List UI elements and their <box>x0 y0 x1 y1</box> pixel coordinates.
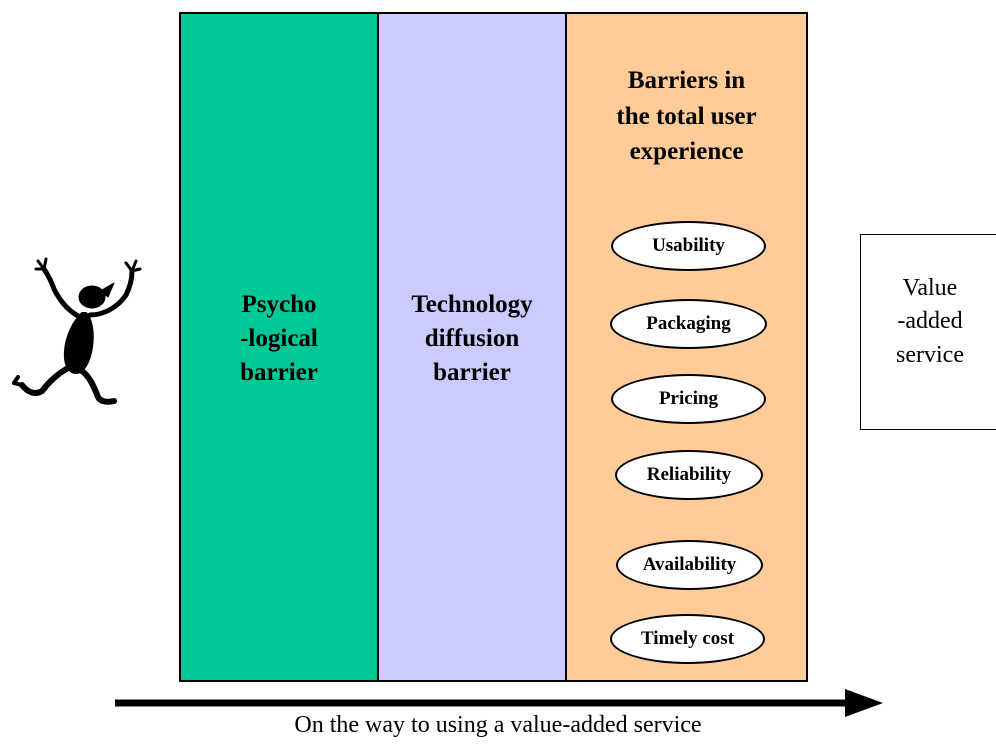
value-added-service-label: Value -added service <box>896 274 964 368</box>
total-user-experience-column: Barriers in the total user experience Us… <box>565 12 808 682</box>
technology-diffusion-barrier-label: Technology diffusion barrier <box>411 291 533 386</box>
running-person-icon <box>12 257 142 405</box>
barrier-oval-packaging: Packaging <box>610 299 767 349</box>
diagram-caption: On the way to using a value-added servic… <box>294 712 702 738</box>
psychological-barrier-column: Psycho -logical barrier <box>179 12 379 682</box>
barrier-oval-pricing: Pricing <box>611 374 766 424</box>
technology-diffusion-barrier-column: Technology diffusion barrier <box>377 12 567 682</box>
value-added-service-box: Value -added service <box>860 234 996 430</box>
barrier-oval-timely-cost: Timely cost <box>610 614 765 664</box>
barrier-oval-usability: Usability <box>611 221 766 271</box>
psychological-barrier-label: Psycho -logical barrier <box>240 291 318 386</box>
barrier-oval-availability: Availability <box>616 540 763 590</box>
barrier-oval-reliability: Reliability <box>615 450 763 500</box>
right-arrow-icon <box>115 689 883 717</box>
total-user-experience-title: Barriers in the total user experience <box>616 67 757 165</box>
